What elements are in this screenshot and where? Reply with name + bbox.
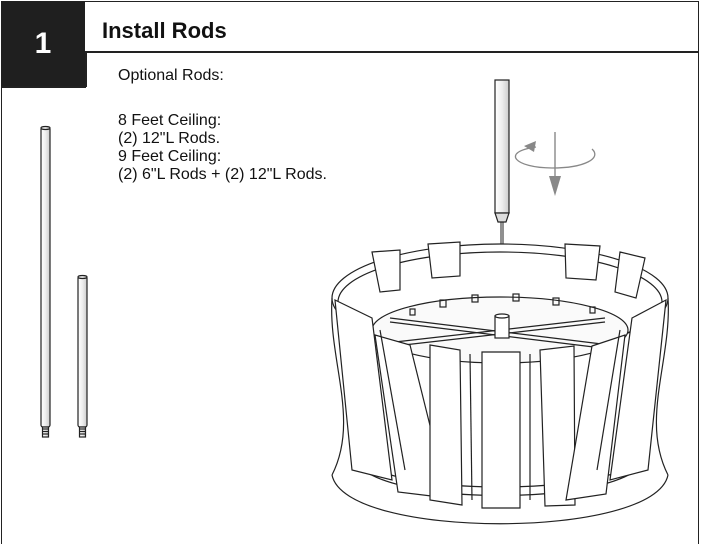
instruction-line: 9 Feet Ceiling: <box>118 148 222 165</box>
short-rod-icon <box>77 274 88 438</box>
drum-fixture-illustration <box>331 241 669 525</box>
down-arrow-icon <box>549 132 561 196</box>
header-vertical-divider <box>85 53 87 87</box>
long-rod-icon <box>40 125 51 438</box>
step-number-badge: 1 <box>1 1 85 87</box>
badge-bottom-divider <box>1 86 86 88</box>
instruction-line: (2) 12"L Rods. <box>118 130 221 147</box>
step-number: 1 <box>34 27 52 60</box>
rotate-arrow-icon <box>514 141 596 169</box>
step-title: Install Rods <box>102 18 227 43</box>
instruction-line: 8 Feet Ceiling: <box>118 112 222 129</box>
title-divider <box>85 51 699 53</box>
instruction-line: (2) 6"L Rods + (2) 12"L Rods. <box>118 166 327 183</box>
optional-rods-heading: Optional Rods: <box>118 67 224 84</box>
